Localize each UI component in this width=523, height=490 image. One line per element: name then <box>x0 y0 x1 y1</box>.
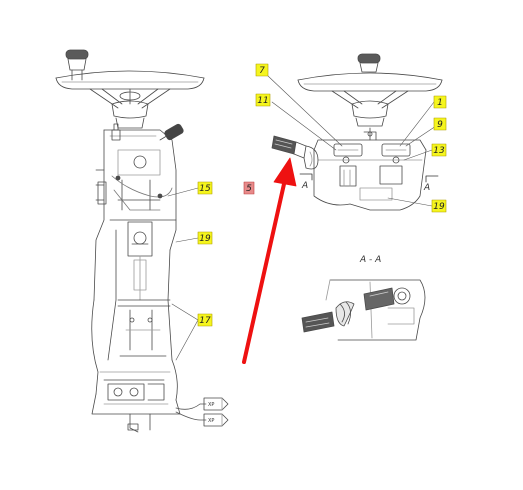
svg-text:19: 19 <box>433 202 445 212</box>
callout-9: 9 <box>433 117 447 131</box>
right-leader-lines <box>267 75 437 207</box>
callout-7: 7 <box>255 63 269 77</box>
section-aa-title: A - A <box>359 255 381 265</box>
right-column-housing <box>313 127 427 211</box>
left-column-housing <box>93 123 184 301</box>
left-column-mid <box>107 219 177 361</box>
left-steering-column <box>55 49 229 433</box>
svg-text:7: 7 <box>259 66 265 76</box>
callout-15: 15 <box>197 181 213 195</box>
left-leader-lines <box>167 187 199 361</box>
section-aa-detail <box>301 279 426 341</box>
svg-text:17: 17 <box>199 316 211 326</box>
callout-19-left: 19 <box>197 231 213 245</box>
highlight-marker-5: 5 <box>243 181 255 195</box>
callout-13: 13 <box>431 143 447 157</box>
connector-plugs <box>203 397 229 427</box>
callout-1: 1 <box>433 95 447 109</box>
right-steering-wheel <box>297 53 443 127</box>
plug-label-lower: XP <box>208 418 214 424</box>
section-markers <box>299 173 439 183</box>
callout-19-right: 19 <box>431 199 447 213</box>
callout-11: 11 <box>255 93 271 107</box>
callout-17: 17 <box>197 313 213 327</box>
svg-text:15: 15 <box>199 184 211 194</box>
svg-text:5: 5 <box>246 184 252 194</box>
right-top-view <box>267 53 443 211</box>
svg-text:19: 19 <box>199 234 211 244</box>
section-mark-left: A <box>301 181 308 191</box>
red-indicator-arrow <box>242 157 297 364</box>
svg-text:9: 9 <box>437 120 443 130</box>
right-switch-lever <box>271 135 319 170</box>
left-column-base <box>91 299 207 433</box>
svg-text:13: 13 <box>433 146 445 156</box>
svg-text:1: 1 <box>437 98 443 108</box>
left-steering-wheel <box>55 49 205 129</box>
section-mark-right: A <box>423 183 430 193</box>
svg-text:11: 11 <box>257 96 268 106</box>
plug-label-upper: XP <box>208 402 214 408</box>
